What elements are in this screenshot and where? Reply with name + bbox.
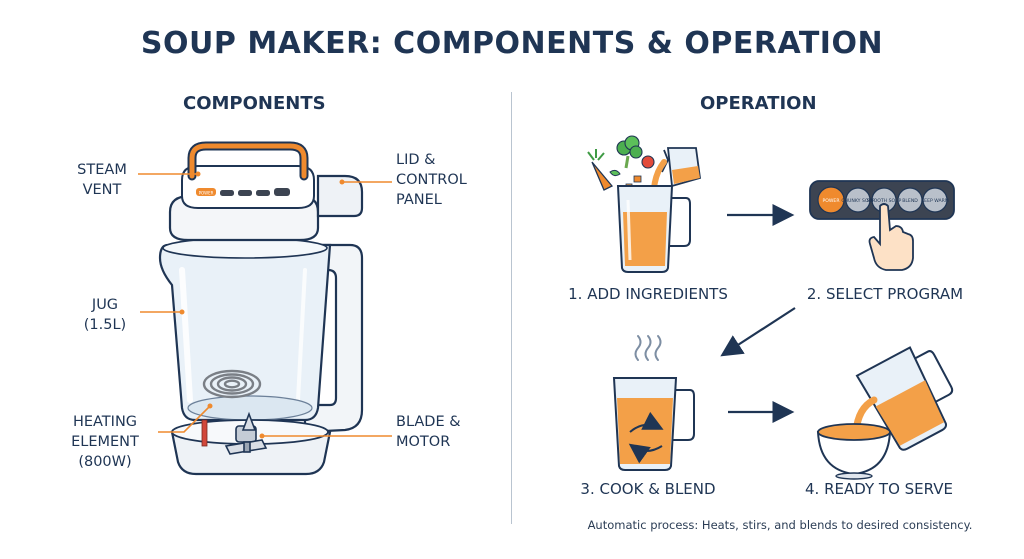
- steam-vent-label: STEAM VENT: [77, 162, 127, 198]
- soup-maker-device: POWER: [158, 141, 364, 476]
- panel-blend-button: [897, 187, 923, 213]
- device-power-button: [196, 188, 216, 196]
- step-4-label: 4. READY TO SERVE: [805, 480, 953, 498]
- heating-coil: [202, 369, 262, 399]
- component-leader-lines: [138, 173, 392, 437]
- heating-element-label: HEATING ELEMENT (800W): [71, 414, 139, 470]
- blade-motor-label: BLADE & MOTOR: [396, 414, 461, 450]
- operation-heading: OPERATION: [700, 93, 817, 114]
- page-title: SOUP MAKER: COMPONENTS & OPERATION: [140, 26, 884, 61]
- svg-text:KEEP WARM: KEEP WARM: [921, 198, 949, 204]
- jug-body: [158, 243, 332, 422]
- svg-text:BLEND: BLEND: [902, 198, 918, 204]
- lid-control-panel-label: LID & CONTROL PANEL: [396, 152, 467, 208]
- panel-power-button: [817, 186, 845, 214]
- lid-side-panel: [316, 174, 364, 218]
- svg-text:POWER: POWER: [199, 191, 214, 196]
- step-1-illustration: [587, 135, 701, 273]
- panel-keepwarm-button: [922, 187, 948, 213]
- svg-text:SMOOTH SOUP: SMOOTH SOUP: [867, 198, 902, 204]
- jug-label: JUG (1.5L): [83, 297, 127, 333]
- step-3-label: 3. COOK & BLEND: [580, 480, 716, 498]
- blade-assembly: [224, 411, 268, 455]
- heating-element-rod: [201, 419, 208, 447]
- control-panel-top: [181, 165, 315, 209]
- process-caption: Automatic process: Heats, stirs, and ble…: [587, 518, 973, 532]
- section-divider: [511, 92, 512, 524]
- step-1-label: 1. ADD INGREDIENTS: [568, 285, 728, 303]
- step-2-illustration: POWER CHUNKY SOUP SMOOTH SOUP BLEND KEEP…: [809, 180, 955, 271]
- svg-text:CHUNKY SOUP: CHUNKY SOUP: [841, 198, 874, 204]
- components-heading: COMPONENTS: [183, 93, 326, 114]
- step-2-label: 2. SELECT PROGRAM: [806, 285, 964, 303]
- step-4-illustration: [816, 346, 954, 480]
- steam-vent-handle: [189, 143, 307, 179]
- step-3-illustration: [612, 335, 695, 471]
- svg-text:POWER: POWER: [822, 198, 840, 204]
- arrow-2-to-3: [720, 307, 796, 357]
- panel-chunky-button: [845, 187, 871, 213]
- flow-arrows: [720, 204, 796, 423]
- pointing-hand: [868, 203, 914, 271]
